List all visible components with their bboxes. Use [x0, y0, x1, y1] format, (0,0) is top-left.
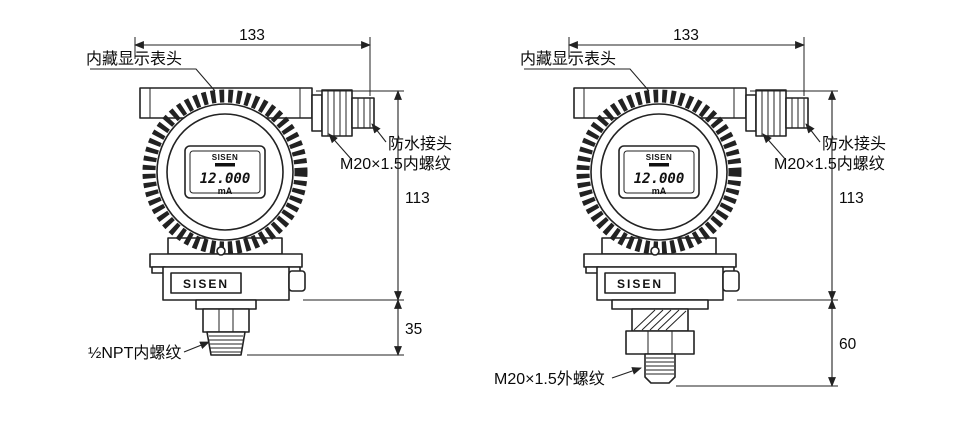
right-unit: 133 内藏显示表头 防水接头 M20×1.5内螺纹 113 60 M20×1.…	[494, 27, 886, 388]
left-dim-width: 133	[239, 27, 265, 44]
right-label-gland-thread: M20×1.5内螺纹	[774, 155, 885, 173]
left-unit: 133 内藏显示表头 防水接头 M20×1.5内螺纹 113 35 ½NPT内螺…	[86, 27, 452, 362]
probe-thread	[644, 353, 676, 384]
left-label-gland-thread: M20×1.5内螺纹	[340, 155, 451, 173]
left-label-display-head: 内藏显示表头	[86, 50, 182, 68]
left-dim-lower: 35	[405, 321, 422, 338]
left-dim-height: 113	[405, 190, 430, 207]
left-annotations: 133 内藏显示表头 防水接头 M20×1.5内螺纹 113 35 ½NPT内螺…	[86, 27, 452, 362]
right-dim-width: 133	[673, 27, 699, 44]
right-label-process-thread: M20×1.5外螺纹	[494, 370, 605, 388]
right-process-connection	[611, 299, 709, 384]
right-dim-lower: 60	[839, 336, 857, 353]
hex-nut	[202, 308, 250, 333]
left-process-connection	[195, 299, 257, 356]
right-label-waterproof: 防水接头	[822, 135, 886, 153]
hex-nut	[625, 330, 695, 355]
right-label-display-head: 内藏显示表头	[520, 50, 616, 68]
left-label-process-thread: ½NPT内螺纹	[88, 344, 181, 362]
right-annotations: 133 内藏显示表头 防水接头 M20×1.5内螺纹 113 60 M20×1.…	[494, 27, 886, 388]
left-label-waterproof: 防水接头	[388, 135, 452, 153]
right-dim-height: 113	[839, 190, 864, 207]
